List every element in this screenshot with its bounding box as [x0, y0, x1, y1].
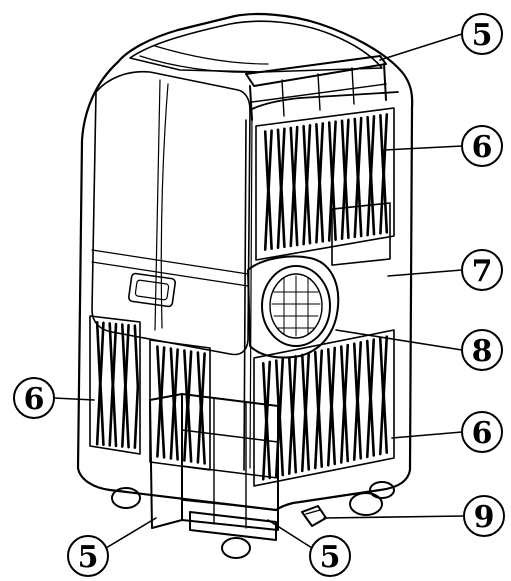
- callout-label-grille-left: 6: [24, 382, 45, 417]
- vent-slat: [305, 123, 312, 245]
- front-panel: [91, 70, 251, 356]
- vent-slat: [173, 348, 179, 461]
- callout-label-drain-port: 9: [474, 500, 495, 535]
- vent-slat: [280, 127, 286, 249]
- callout-label-handle-bottom-center: 5: [320, 540, 341, 575]
- label-panel: [331, 202, 391, 266]
- vent-slat: [344, 118, 350, 240]
- top-handle: [245, 55, 387, 121]
- vent-slat: [111, 322, 118, 448]
- vent-slat: [99, 321, 105, 447]
- callout-exhaust-outlet: 8: [461, 329, 503, 371]
- wheel: [111, 487, 141, 509]
- callout-grille-upper-right: 6: [461, 125, 503, 167]
- vent-slat: [133, 324, 140, 450]
- vent-slat: [304, 352, 311, 471]
- front-handle-slot: [127, 272, 177, 308]
- leader-lines: [53, 33, 465, 549]
- unit-body: [76, 12, 414, 512]
- callout-label-handle-top: 5: [472, 18, 493, 53]
- left-grille: [89, 315, 211, 471]
- vent-slat: [292, 125, 299, 247]
- callout-label-label-panel: 7: [472, 254, 493, 289]
- vent-slat: [382, 113, 389, 234]
- vent-slat: [369, 114, 376, 236]
- callout-handle-bottom-left: 5: [67, 535, 109, 577]
- vent-slat: [291, 355, 298, 474]
- callout-drain-port: 9: [463, 495, 505, 537]
- vent-slat: [343, 343, 350, 463]
- vent-slat: [317, 349, 324, 468]
- vent-slat: [186, 350, 193, 463]
- callout-grille-lower-right: 6: [461, 411, 503, 453]
- wheel: [221, 537, 251, 559]
- drain-port: [301, 505, 327, 527]
- vent-slat: [382, 335, 389, 454]
- callout-label-handle-bottom-left: 5: [78, 540, 99, 575]
- callout-label-grille-lower-right: 6: [472, 416, 493, 451]
- callout-label-grille-upper-right: 6: [472, 130, 493, 165]
- vent-slat: [200, 352, 206, 465]
- callout-handle-bottom-center: 5: [309, 535, 351, 577]
- lower-right-grille: [253, 329, 395, 487]
- wheel: [349, 492, 383, 516]
- castor-wheels: [111, 481, 395, 559]
- bottom-basket: [149, 393, 279, 541]
- upper-right-grille: [255, 107, 395, 261]
- callouts: 5 6 7 8 6 6 9 5: [13, 13, 505, 577]
- vent-slat: [265, 360, 272, 480]
- vent-slat: [369, 338, 376, 457]
- exhaust-outlet: [247, 255, 340, 359]
- vent-slat: [318, 122, 325, 243]
- vent-slat: [330, 346, 337, 466]
- vent-slat: [331, 120, 337, 241]
- unit-outline: [76, 12, 414, 512]
- vent-slat: [267, 129, 273, 250]
- callout-label-panel: 7: [461, 249, 503, 291]
- vent-slat: [159, 346, 166, 459]
- vent-slat: [356, 341, 363, 460]
- callout-label-exhaust-outlet: 8: [472, 334, 493, 369]
- vent-slat: [278, 357, 285, 477]
- callout-handle-top: 5: [461, 13, 503, 55]
- vent-slat: [356, 116, 363, 238]
- vent-slat: [124, 323, 130, 449]
- callout-grille-left: 6: [13, 377, 55, 419]
- top-lid: [129, 20, 383, 73]
- wheel: [369, 481, 395, 499]
